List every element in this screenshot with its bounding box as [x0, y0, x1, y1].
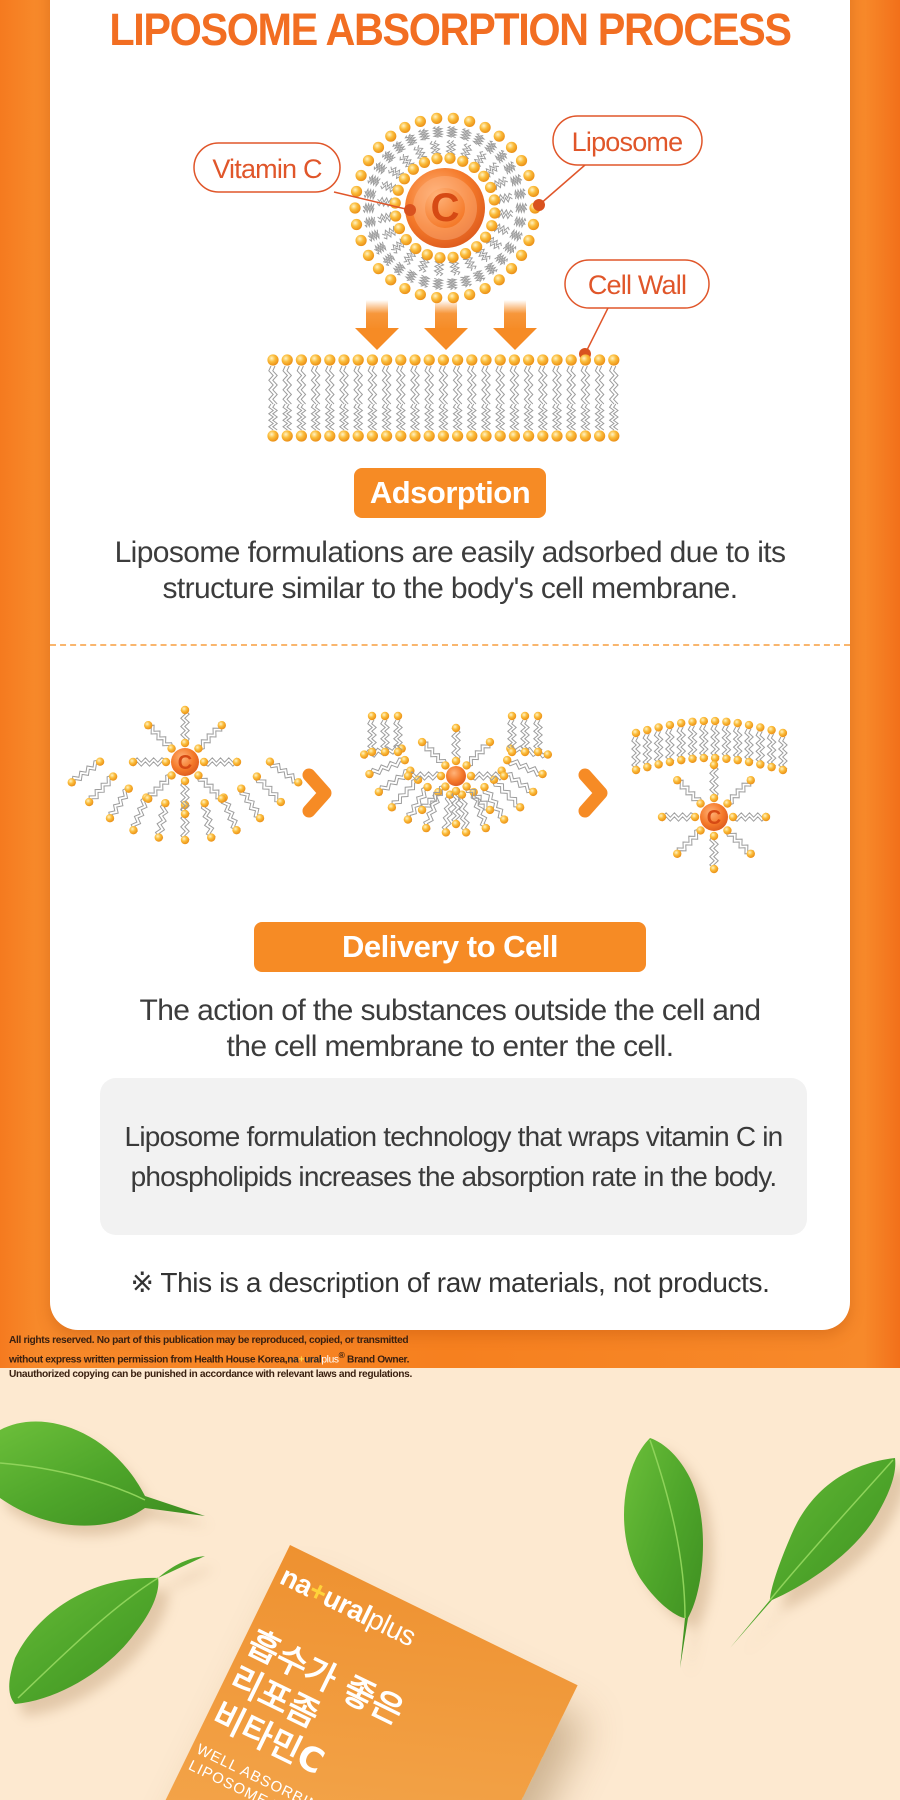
product-scene	[0, 1368, 900, 1800]
label-vitamin-c: Vitamin C	[193, 142, 341, 193]
liposome-sphere	[349, 112, 541, 304]
info-box-text: Liposome formulation technology that wra…	[124, 1120, 784, 1192]
svg-text:C: C	[431, 186, 460, 230]
info-box: Liposome formulation technology that wra…	[100, 1078, 807, 1235]
label-liposome: Liposome	[552, 115, 703, 166]
liposome-diagram: C Vitamin C Liposome Cell Wall	[67, 112, 788, 874]
raw-materials-note: ※ This is a description of raw materials…	[130, 1267, 770, 1298]
leaf-icon	[0, 1421, 211, 1536]
legal-line-3: Unauthorized copying can be punished in …	[9, 1369, 412, 1381]
leaf-icon	[9, 1556, 215, 1716]
chevron-right-icon	[578, 768, 608, 818]
page-title: LIPOSOME ABSORPTION PROCESS	[109, 4, 792, 55]
delivery-step-2	[359, 711, 553, 837]
dashed-divider	[50, 644, 850, 646]
svg-text:C: C	[707, 807, 721, 829]
delivery-description-line: the cell membrane to enter the cell.	[226, 1030, 675, 1063]
legal-notice: All rights reserved. No part of this pub…	[9, 1333, 569, 1382]
delivery-description: The action of the substances outside the…	[50, 993, 850, 1065]
leaf-icon	[730, 1458, 900, 1658]
delivery-description-line: The action of the substances outside the…	[139, 994, 761, 1027]
adsorption-description: Liposome formulations are easily adsorbe…	[50, 535, 850, 607]
label-cell-wall: Cell Wall	[564, 259, 710, 309]
delivery-pill: Delivery to Cell	[254, 922, 646, 972]
delivery-step-1: C	[67, 705, 303, 845]
delivery-step-3: C	[631, 716, 788, 874]
svg-text:C: C	[178, 752, 192, 774]
brand-cross-icon: +	[298, 1354, 305, 1366]
leaves-illustration	[0, 1421, 900, 1716]
svg-text:Vitamin C: Vitamin C	[212, 154, 322, 184]
leaf-icon	[623, 1438, 713, 1678]
svg-text:Liposome: Liposome	[572, 127, 683, 157]
down-arrow-icons	[355, 300, 537, 350]
adsorption-description-line: Liposome formulations are easily adsorbe…	[114, 536, 786, 569]
cell-membrane-bilayer	[267, 354, 620, 442]
legal-line-1: All rights reserved. No part of this pub…	[9, 1335, 409, 1346]
chevron-right-icon	[302, 768, 332, 818]
vitamin-c-core-icon: C	[405, 168, 485, 248]
adsorption-description-line: structure similar to the body's cell mem…	[162, 572, 738, 605]
adsorption-pill: Adsorption	[354, 468, 546, 518]
svg-text:Cell Wall: Cell Wall	[588, 270, 686, 300]
legal-line-2: without express written permission from …	[9, 1350, 410, 1366]
